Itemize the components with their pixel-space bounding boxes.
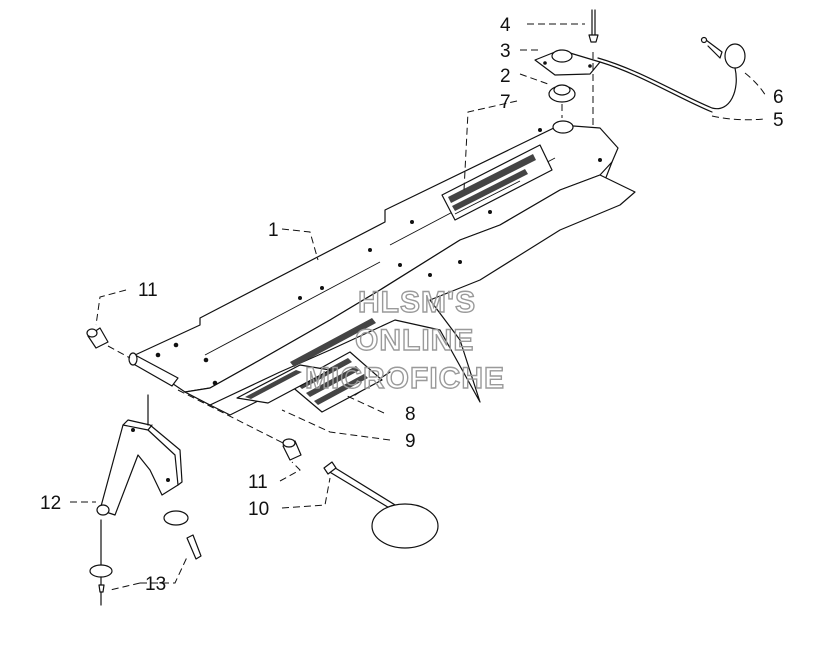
decal-8 (289, 351, 383, 413)
callout-11-bottom: 11 (248, 472, 268, 493)
watermark-line-2: ONLINE (355, 324, 474, 357)
washer-13 (89, 510, 202, 606)
watermark-line-3: MICROFICHE (305, 362, 505, 395)
callout-7: 7 (500, 92, 511, 113)
callout-5: 5 (773, 110, 784, 131)
decal-strip (290, 318, 376, 367)
callout-labels: 4 3 2 7 6 5 1 11 8 9 11 10 12 13 (40, 15, 784, 595)
callout-2: 2 (500, 66, 511, 87)
callout-11-top: 11 (138, 280, 158, 301)
bolt-holes (155, 128, 602, 386)
callout-13: 13 (145, 574, 166, 595)
decal-9 (236, 364, 331, 404)
watermark-line-1: HLSM'S (358, 286, 476, 319)
bushing-11-left (86, 327, 109, 349)
plate-hole (552, 120, 574, 134)
callout-3: 3 (500, 41, 511, 62)
callout-10: 10 (248, 499, 269, 520)
watermark: HLSM'S ONLINE MICROFICHE (304, 285, 505, 395)
leader-lines (70, 23, 767, 591)
callout-6: 6 (773, 87, 784, 108)
tether-cable (597, 36, 746, 113)
callout-9: 9 (405, 431, 416, 452)
grommet-2 (548, 84, 576, 103)
callout-4: 4 (500, 15, 511, 36)
decal-7 (441, 144, 553, 221)
callout-12: 12 (40, 493, 61, 514)
callout-1: 1 (268, 220, 279, 241)
hinge-bracket-12 (96, 419, 183, 516)
mount-plate-3 (534, 49, 601, 76)
callout-8: 8 (405, 404, 416, 425)
rivet-4 (588, 9, 599, 43)
hinge-tube (128, 352, 179, 387)
bushing-11-right (282, 438, 302, 461)
probe-10 (323, 461, 439, 549)
